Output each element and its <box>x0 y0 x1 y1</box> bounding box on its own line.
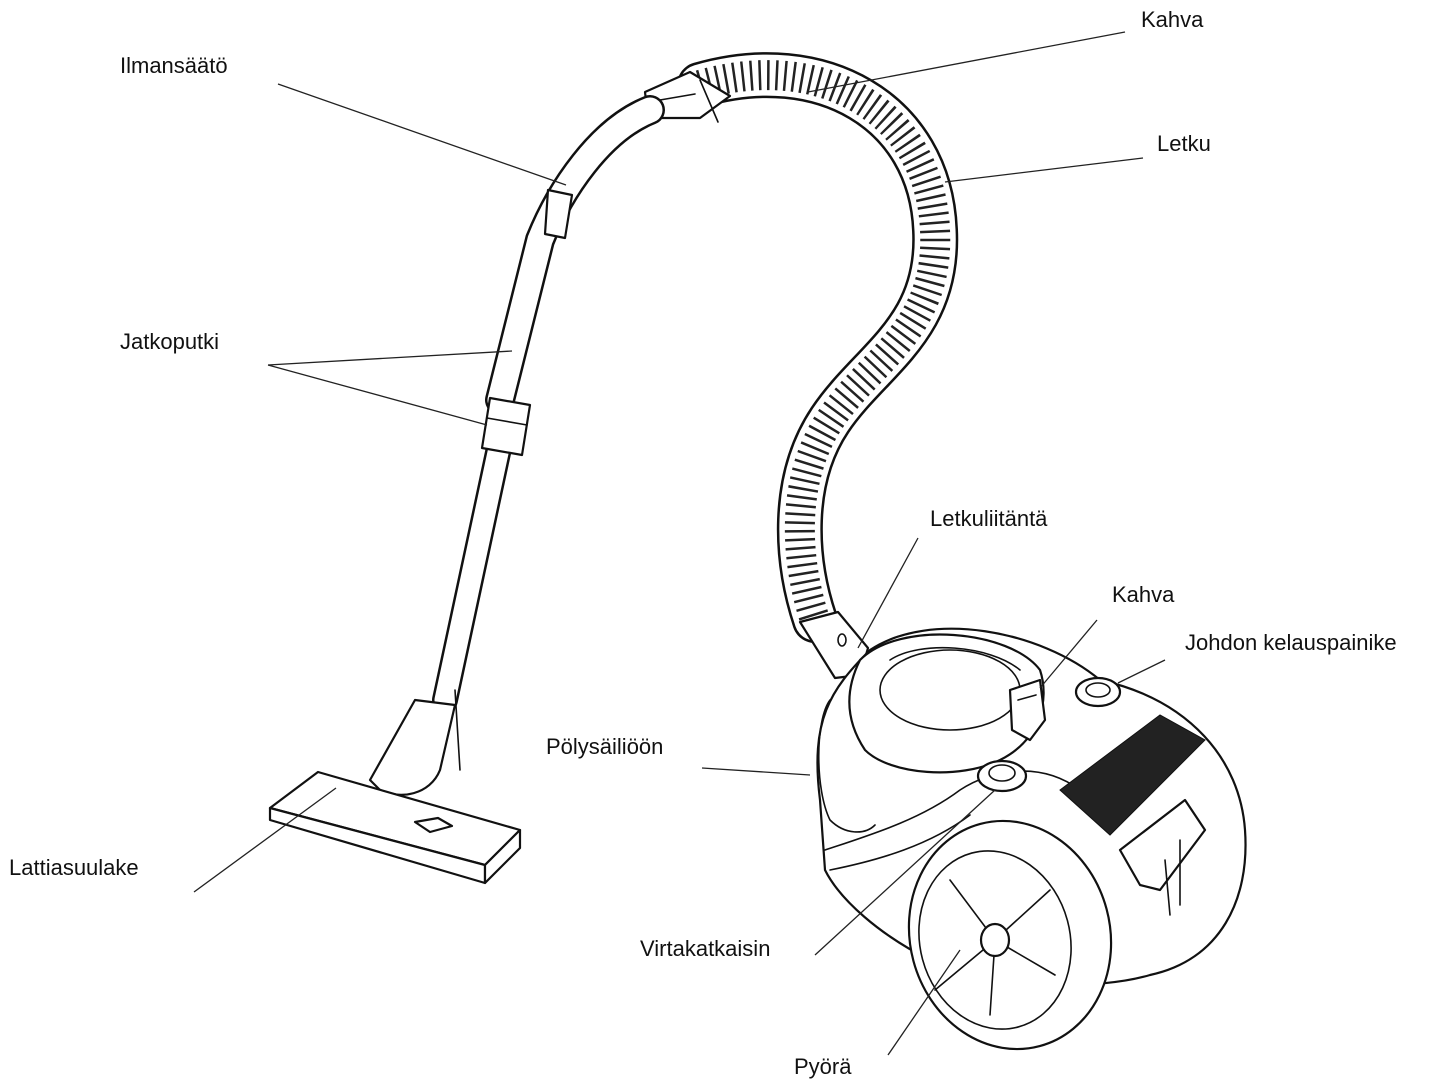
label-power-switch: Virtakatkaisin <box>640 936 771 961</box>
label-dust-container: Pölysäiliöön <box>546 734 664 759</box>
label-handle-body: Kahva <box>1112 582 1175 607</box>
label-handle-top: Kahva <box>1141 7 1204 32</box>
label-wheel: Pyörä <box>794 1054 852 1079</box>
label-hose-connection: Letkuliitäntä <box>930 506 1048 531</box>
floor-nozzle <box>268 770 522 885</box>
hose <box>677 52 959 643</box>
leader-lines <box>193 31 1166 1056</box>
label-extension-tube: Jatkoputki <box>120 329 220 354</box>
label-floor-nozzle: Lattiasuulake <box>9 855 139 880</box>
canister-body <box>798 610 1247 1051</box>
label-hose: Letku <box>1157 131 1211 156</box>
wand <box>368 95 665 796</box>
label-cord-rewind-button: Johdon kelauspainike <box>1185 630 1397 655</box>
label-air-control: Ilmansäätö <box>120 53 228 78</box>
